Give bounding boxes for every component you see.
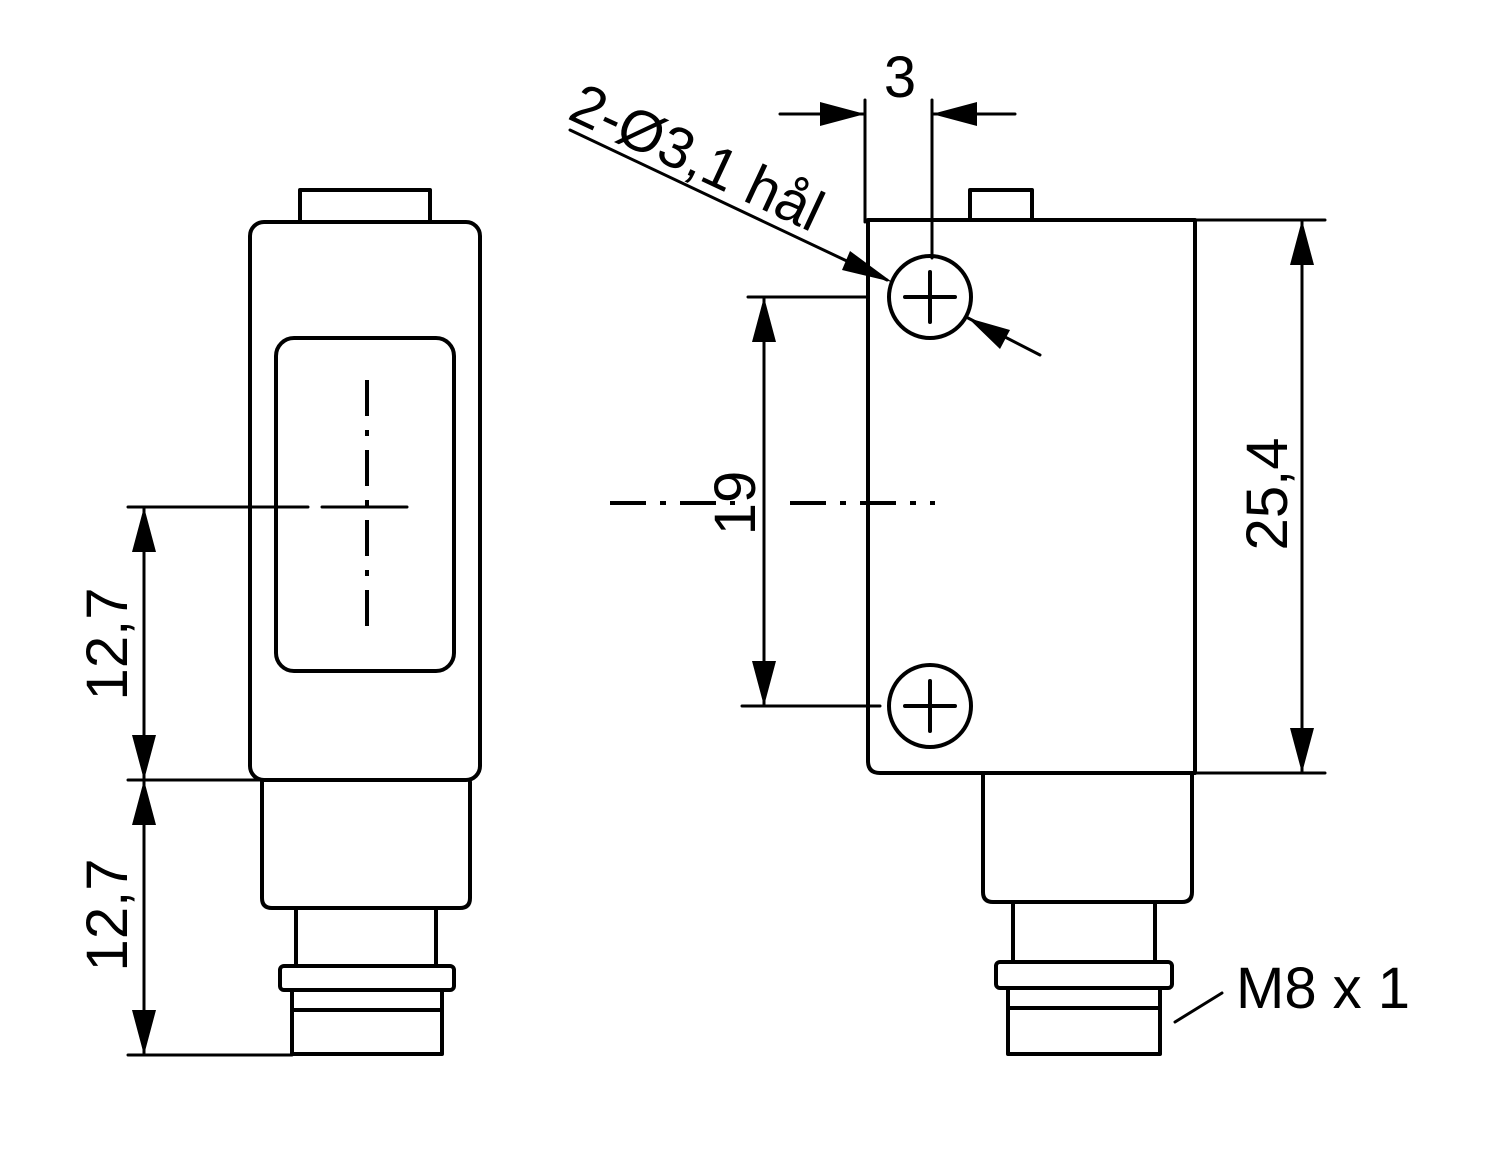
side-body bbox=[866, 218, 1197, 775]
dim-pitch-arrow-bottom bbox=[752, 661, 776, 706]
dim-connector-height-label: 12,7 bbox=[75, 859, 140, 972]
front-connector-ring bbox=[278, 964, 456, 992]
front-connector-plug bbox=[290, 1008, 444, 1056]
hole-callout-arrow-in bbox=[842, 251, 892, 282]
dim-connector-arrow-bottom bbox=[132, 1010, 156, 1055]
front-connector-neck bbox=[294, 906, 438, 968]
side-connector-ring bbox=[994, 960, 1174, 990]
dim-pitch-arrow-top bbox=[752, 297, 776, 342]
front-lens-window bbox=[274, 336, 456, 673]
dim-lens-arrow-bottom bbox=[132, 735, 156, 780]
front-body bbox=[248, 220, 482, 782]
front-connector-collar bbox=[260, 780, 472, 910]
mounting-hole-bottom bbox=[887, 663, 973, 749]
mounting-hole-top bbox=[887, 254, 973, 340]
dim-height-label: 25,4 bbox=[1235, 438, 1300, 551]
thread-leader bbox=[1173, 991, 1224, 1024]
front-view: 12,7 12,7 bbox=[75, 188, 482, 1057]
hole-callout-label: 2-Ø3,1 hål bbox=[561, 71, 834, 244]
side-top-tab bbox=[968, 188, 1034, 222]
dim-lens-arrow-top bbox=[132, 507, 156, 552]
hole-callout-leader bbox=[568, 128, 889, 282]
dim-connector-arrow-top bbox=[132, 780, 156, 825]
front-top-tab bbox=[298, 188, 432, 224]
side-connector-plug bbox=[1006, 1006, 1162, 1056]
side-connector-neck bbox=[1011, 900, 1157, 964]
dim-offset-label: 3 bbox=[884, 45, 916, 110]
thread-label: M8 x 1 bbox=[1236, 956, 1410, 1021]
dim-offset-arrow-right bbox=[932, 102, 977, 126]
dim-lens-height-label: 12,7 bbox=[75, 588, 140, 701]
side-connector-collar bbox=[981, 773, 1194, 904]
side-view: 3 2-Ø3,1 hål 19 25,4 M8 x 1 bbox=[561, 45, 1410, 1056]
dim-height-arrow-bottom bbox=[1290, 728, 1314, 773]
hole-callout-arrow-out bbox=[968, 318, 1010, 349]
dim-height-arrow-top bbox=[1290, 220, 1314, 265]
dim-offset-arrow-left bbox=[820, 102, 865, 126]
